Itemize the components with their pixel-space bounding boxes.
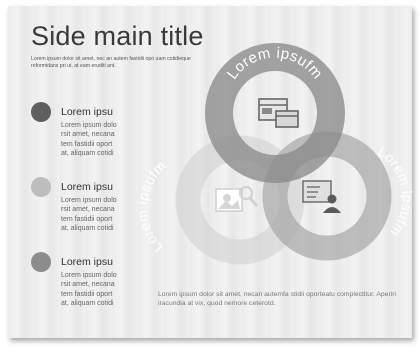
user-profile-icon bbox=[302, 180, 341, 213]
bullet-line: rsit amet, necana bbox=[61, 206, 115, 214]
page-title: Side main title bbox=[31, 21, 204, 51]
bullet-line: rsit amet, necana bbox=[61, 131, 115, 139]
browser-windows-icon bbox=[258, 98, 299, 128]
bullet-line: tem fastidii oport bbox=[61, 215, 113, 223]
bullet-heading-2: Lorem ipsu bbox=[61, 181, 113, 193]
bullet-line: Lorem ipsum dolo bbox=[61, 122, 117, 129]
bullet-dot-3 bbox=[31, 252, 51, 272]
bullet-heading-3: Lorem ipsu bbox=[61, 256, 113, 268]
page-subtitle: Lorem ipsum dolor sit amet, nec an autem… bbox=[31, 56, 191, 69]
bullet-line: at, aliquam cotidi bbox=[61, 149, 114, 157]
bullet-text-3: Lorem ipsum dolo rsit amet, necana tem f… bbox=[61, 271, 125, 308]
ring-top bbox=[205, 43, 345, 183]
caption-text: Lorem ipsum dolor sit amet, necan autemf… bbox=[158, 291, 397, 307]
bullet-line: Lorem ipsum dolo bbox=[61, 197, 117, 204]
bullet-text-2: Lorem ipsum dolo rsit amet, necana tem f… bbox=[61, 196, 125, 233]
bullet-line: tem fastidii oport bbox=[61, 140, 113, 148]
bullet-dot-2 bbox=[31, 177, 51, 197]
bullet-dot-1 bbox=[31, 102, 51, 122]
bullet-heading-1: Lorem ipsu bbox=[61, 106, 113, 118]
bullet-line: at, aliquam cotidi bbox=[61, 299, 114, 307]
bullet-line: at, aliquam cotidi bbox=[61, 224, 114, 232]
bullet-line: Lorem ipsum dolo bbox=[61, 272, 117, 279]
image-search-icon bbox=[215, 185, 259, 212]
bullet-line: rsit amet, necana bbox=[61, 281, 115, 289]
bullet-text-1: Lorem ipsum dolo rsit amet, necana tem f… bbox=[61, 121, 125, 158]
bullet-line: tem fastidii oport bbox=[61, 290, 113, 298]
ring-label-left: Lorem ipsufm bbox=[134, 157, 169, 256]
